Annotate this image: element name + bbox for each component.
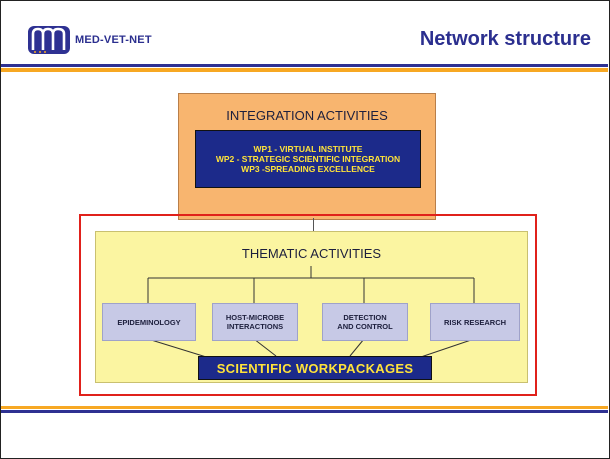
footer-rule-orange bbox=[1, 406, 608, 409]
header-rule-orange bbox=[1, 68, 608, 72]
highlight-outline bbox=[79, 214, 537, 396]
header-rule-blue bbox=[1, 64, 608, 67]
thematic-connectors bbox=[147, 266, 475, 361]
logo: MED-VET-NET bbox=[27, 22, 177, 58]
workpackage-item: WP3 -SPREADING EXCELLENCE bbox=[241, 164, 375, 174]
integration-activities-box: INTEGRATION ACTIVITIES WP1 - VIRTUAL INS… bbox=[178, 93, 436, 220]
workpackage-box: WP1 - VIRTUAL INSTITUTE WP2 - STRATEGIC … bbox=[195, 130, 421, 188]
activity-host-microbe: HOST-MICROBE INTERACTIONS bbox=[212, 303, 298, 341]
activity-detection: DETECTION AND CONTROL bbox=[322, 303, 408, 341]
activity-label: HOST-MICROBE bbox=[225, 313, 285, 322]
activity-label: INTERACTIONS bbox=[226, 322, 284, 331]
activity-label: EPIDEMINOLOGY bbox=[117, 317, 181, 327]
slide-title: Network structure bbox=[419, 28, 591, 50]
activity-label: RISK RESEARCH bbox=[443, 317, 507, 327]
scientific-workpackages-box: SCIENTIFIC WORKPACKAGES bbox=[198, 356, 432, 380]
thematic-activities-box: THEMATIC ACTIVITIES EPIDEMINOLOGY HOST-M… bbox=[95, 231, 528, 383]
logo-text: MED-VET-NET bbox=[75, 34, 152, 46]
workpackage-item: WP1 - VIRTUAL INSTITUTE bbox=[253, 144, 363, 154]
thematic-title: THEMATIC ACTIVITIES bbox=[241, 246, 382, 261]
activity-label: DETECTION bbox=[343, 313, 387, 322]
activity-epidemiology: EPIDEMINOLOGY bbox=[102, 303, 196, 341]
integration-title: INTEGRATION ACTIVITIES bbox=[226, 108, 388, 123]
footer-rule-blue bbox=[1, 410, 608, 413]
scientific-workpackages-label: SCIENTIFIC WORKPACKAGES bbox=[216, 360, 414, 376]
activity-risk-research: RISK RESEARCH bbox=[430, 303, 520, 341]
activity-label: AND CONTROL bbox=[337, 322, 393, 331]
workpackage-item: WP2 - STRATEGIC SCIENTIFIC INTEGRATION bbox=[215, 154, 401, 164]
med-vet-net-logo-icon bbox=[28, 26, 70, 54]
